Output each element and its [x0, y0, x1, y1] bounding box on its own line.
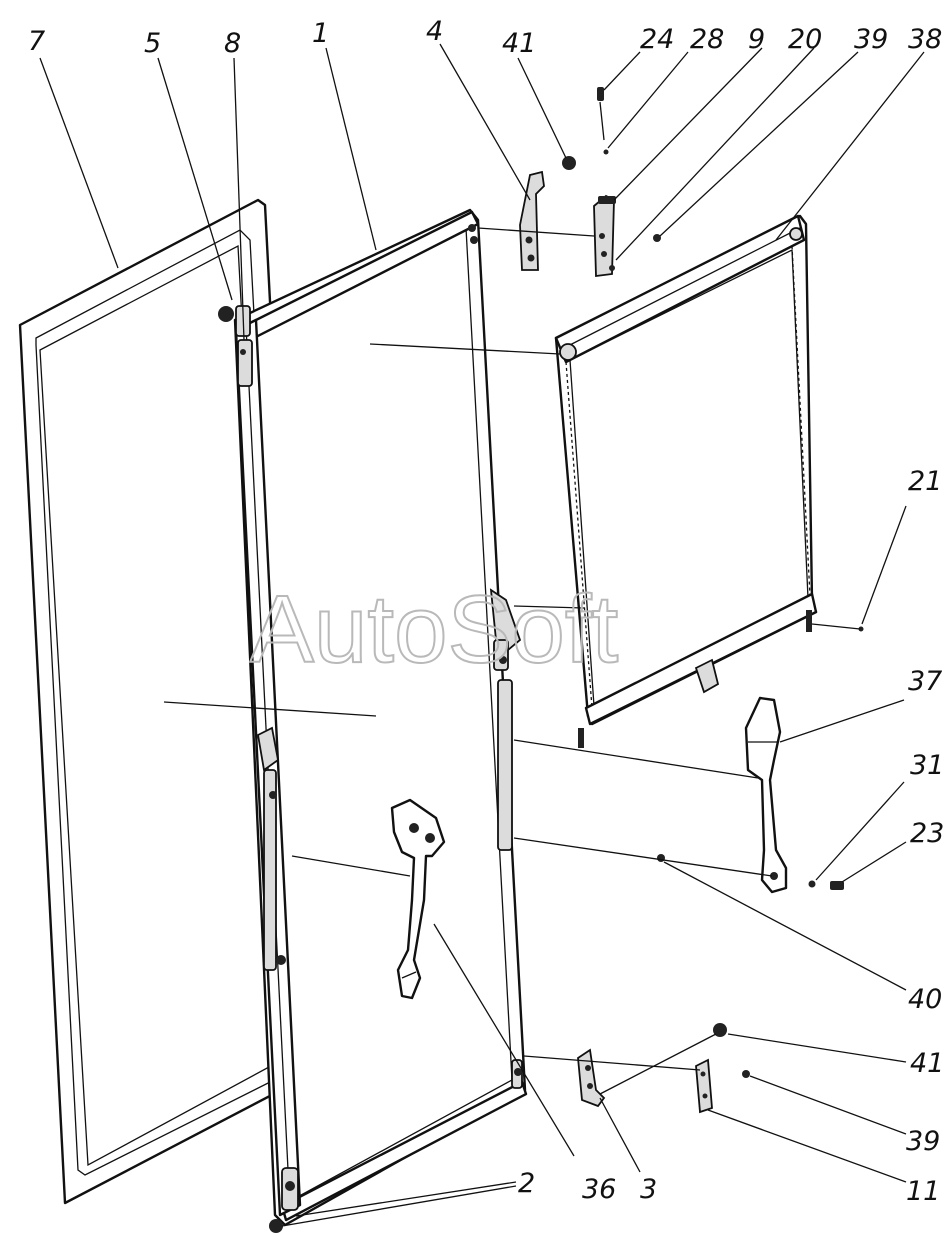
roller-blind-part-38: [554, 214, 818, 748]
hinge-cap-part-5: [218, 306, 234, 322]
plate-part-11: [695, 1058, 713, 1114]
bolt-part-24: [597, 87, 605, 141]
door-right-bracket-lower: [497, 679, 513, 851]
callout-23: 23: [910, 818, 944, 849]
callout-4: 4: [426, 16, 443, 47]
door-bottom-right-pins: [511, 1059, 523, 1089]
nut-part-41-lower: [713, 1023, 727, 1037]
callout-37: 37: [908, 666, 942, 697]
pin-part-20: [609, 265, 615, 271]
outer-handle-part-37: [744, 696, 788, 894]
callout-1: 1: [312, 18, 329, 49]
callout-7: 7: [28, 26, 45, 57]
screw-part-21: [858, 626, 864, 632]
bottom-hinge-part-2: [269, 1167, 299, 1233]
callout-39-top: 39: [854, 24, 888, 55]
callout-labels: 7 5 8 1 4 41 24 28 9 20 39 38 21 37 31 2…: [28, 16, 944, 1207]
left-lock-bracket: [257, 726, 286, 971]
callout-11: 11: [906, 1176, 940, 1207]
nut-part-41-upper: [562, 156, 576, 170]
callout-39-lower: 39: [906, 1126, 940, 1157]
callout-5: 5: [144, 28, 161, 59]
upper-hinge-part-4: [519, 170, 545, 271]
callout-38: 38: [908, 24, 942, 55]
washer-part-28: [603, 149, 609, 155]
callout-3: 3: [640, 1174, 657, 1205]
hinge-bush-part-8: [235, 305, 253, 387]
callout-20: 20: [788, 24, 822, 55]
washer-part-40: [657, 854, 665, 862]
callout-40: 40: [908, 984, 942, 1015]
nut-part-39-lower: [742, 1070, 750, 1078]
lower-hinge-part-3: [577, 1048, 606, 1108]
callout-21: 21: [908, 466, 942, 497]
callout-36: 36: [582, 1174, 616, 1205]
nut-part-39-upper: [653, 234, 661, 242]
callout-2: 2: [518, 1168, 535, 1199]
leader-lines: [39, 43, 925, 1227]
hinge-part-9: [593, 194, 616, 278]
door-top-right-pins: [468, 224, 478, 244]
watermark-text: AutoSoft: [250, 576, 618, 683]
callout-41-lower: 41: [910, 1048, 944, 1079]
callout-31: 31: [910, 750, 944, 781]
door-right-bracket-upper: [489, 588, 522, 671]
washer-part-31: [808, 880, 816, 888]
callout-9: 9: [748, 24, 765, 55]
callout-8: 8: [224, 28, 241, 59]
callout-28: 28: [690, 24, 724, 55]
screw-part-23: [830, 881, 844, 890]
inner-handle-part-36: [390, 798, 446, 1000]
callout-24: 24: [640, 24, 674, 55]
door-panel-part-1: [233, 208, 528, 1227]
callout-41-top: 41: [502, 28, 536, 59]
